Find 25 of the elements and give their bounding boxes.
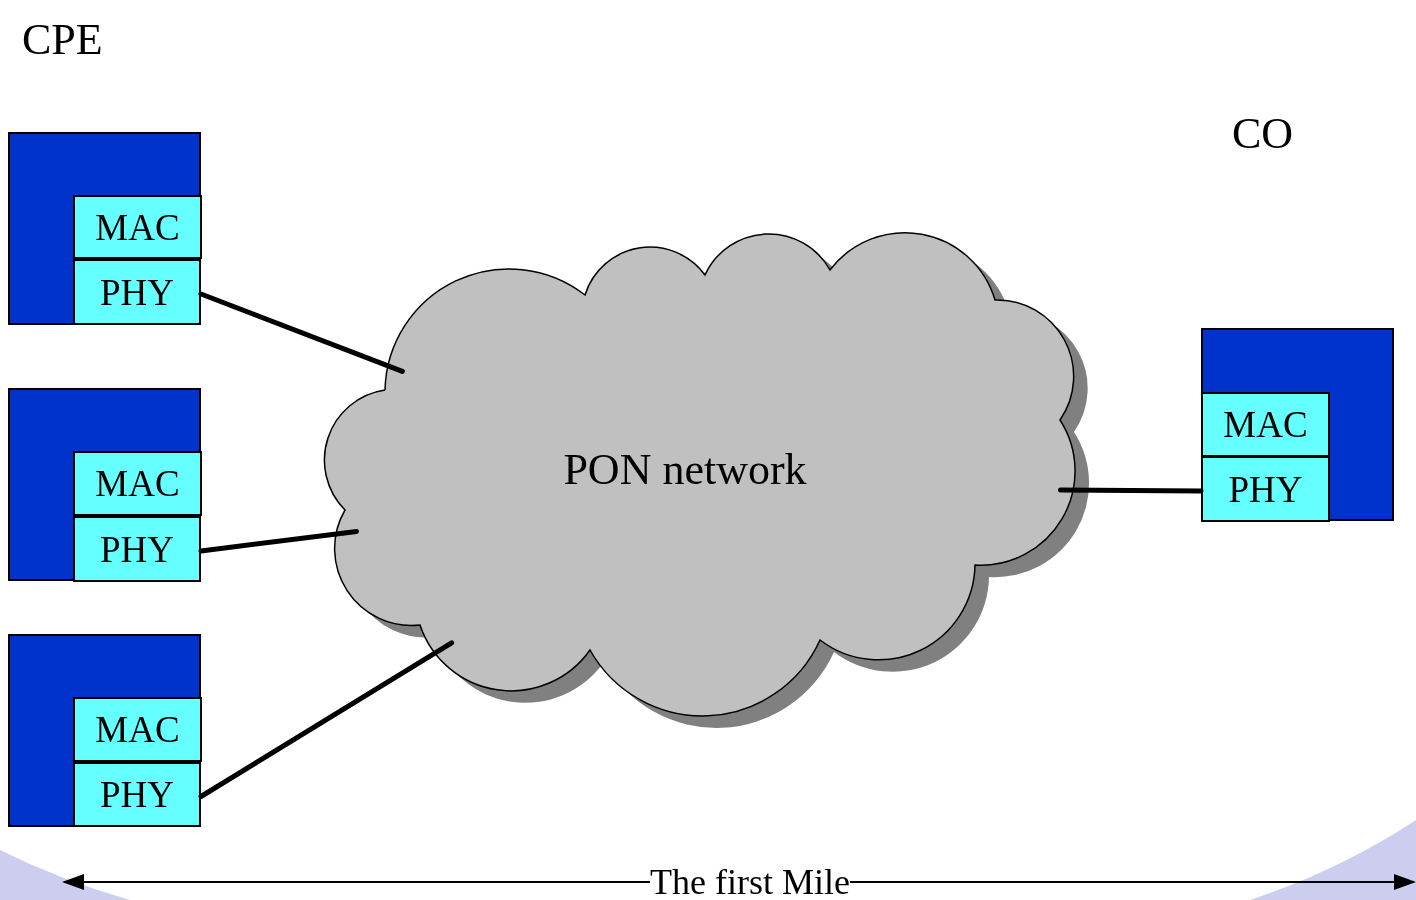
- connector-line: [198, 528, 360, 554]
- node-label: PHY: [100, 270, 174, 314]
- node-label: PON network: [563, 444, 807, 495]
- layer-box: [73, 697, 202, 762]
- node-label: PHY: [1228, 467, 1303, 511]
- layer-box: [73, 195, 202, 259]
- device-box: [8, 388, 201, 581]
- node-label: PHY: [100, 773, 174, 816]
- device-box: [8, 132, 201, 325]
- connector-line: [198, 291, 405, 374]
- device-box: [8, 634, 201, 827]
- node-label: MAC: [95, 462, 180, 505]
- connector-line: [1058, 487, 1204, 494]
- layer-box: [1201, 392, 1330, 457]
- node-label: MAC: [1223, 403, 1308, 446]
- layer-box: [73, 762, 201, 827]
- node-label: PHY: [100, 527, 174, 571]
- node-label: MAC: [95, 205, 180, 249]
- layer-box: [73, 451, 202, 516]
- connector-line: [198, 640, 455, 799]
- layer-box: [73, 516, 201, 582]
- layer-box: [73, 259, 201, 325]
- node-label: MAC: [95, 708, 180, 751]
- layer-box: [1201, 456, 1330, 522]
- device-box: [1201, 328, 1394, 521]
